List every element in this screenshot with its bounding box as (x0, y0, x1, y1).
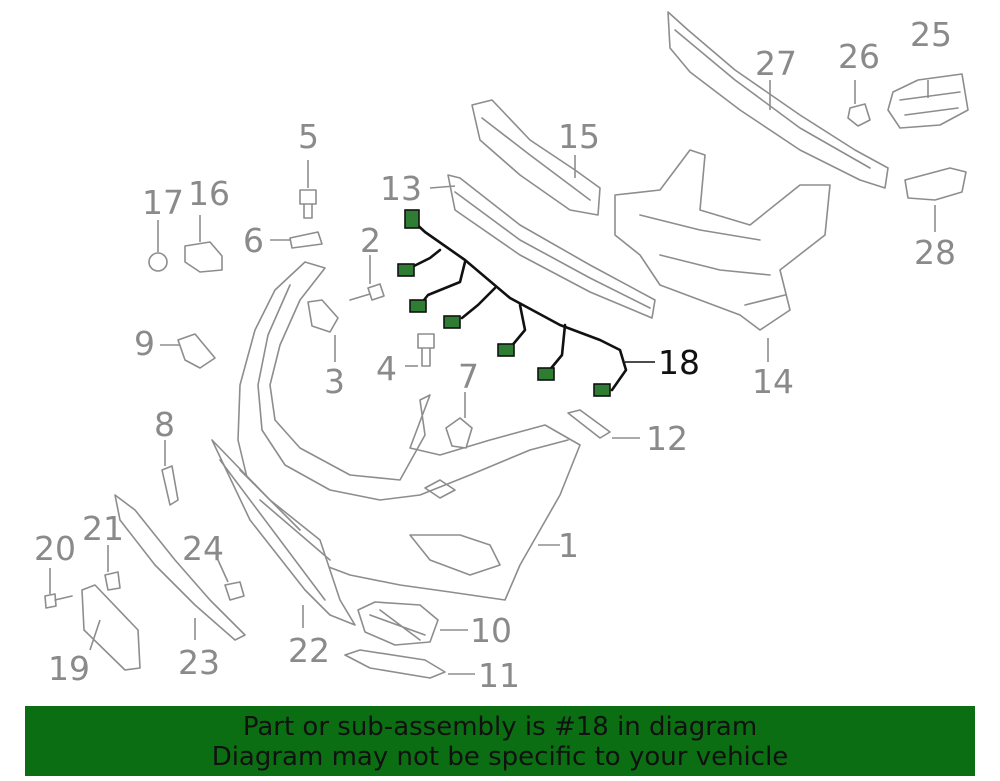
callout-5: 5 (298, 117, 319, 156)
callout-27: 27 (755, 44, 797, 83)
callout-11: 11 (478, 656, 520, 695)
callout-9: 9 (134, 324, 155, 363)
part-23-trim (114, 494, 246, 641)
callout-labels: 1 2 3 4 5 6 7 8 9 10 11 12 13 14 15 16 1… (34, 15, 956, 695)
callout-14: 14 (752, 362, 794, 401)
callout-22: 22 (288, 631, 330, 670)
leader-lines (49, 80, 936, 675)
part-15-absorber (471, 99, 601, 216)
part-10-fog-grille (357, 601, 439, 646)
callout-3: 3 (324, 362, 345, 401)
callout-7: 7 (458, 357, 479, 396)
callout-1: 1 (558, 526, 579, 565)
callout-13: 13 (380, 169, 422, 208)
callout-2: 2 (360, 221, 381, 260)
banner-line-1: Part or sub-assembly is #18 in diagram (242, 712, 758, 742)
parts-diagram: 1 2 3 4 5 6 7 8 9 10 11 12 13 14 15 16 1… (34, 11, 969, 695)
callout-6: 6 (243, 221, 264, 260)
small-parts (44, 189, 473, 609)
callout-23: 23 (178, 643, 220, 682)
callout-25: 25 (910, 15, 952, 54)
callout-18: 18 (658, 343, 700, 382)
callout-15: 15 (558, 117, 600, 156)
callout-26: 26 (838, 37, 880, 76)
part-12-strip (567, 409, 611, 439)
part-19-plate-bracket (81, 584, 141, 671)
part-14-carrier (614, 149, 831, 331)
callout-17: 17 (142, 183, 184, 222)
part-11-strip (344, 649, 446, 679)
callout-12: 12 (646, 419, 688, 458)
part-28-bracket (904, 167, 967, 201)
part-18-wire-harness (397, 209, 628, 397)
callout-10: 10 (470, 611, 512, 650)
callout-19: 19 (48, 649, 90, 688)
banner-line-2: Diagram may not be specific to your vehi… (211, 742, 789, 772)
part-26-clip (847, 103, 871, 127)
callout-28: 28 (914, 233, 956, 272)
part-22-grille (211, 439, 356, 626)
info-banner: Part or sub-assembly is #18 in diagram D… (25, 706, 975, 776)
callout-21: 21 (82, 509, 124, 548)
part-13-absorber (447, 174, 656, 319)
callout-24: 24 (182, 529, 224, 568)
part-25-bracket (887, 73, 969, 129)
callout-8: 8 (154, 405, 175, 444)
callout-4: 4 (376, 349, 397, 388)
callout-16: 16 (188, 174, 230, 213)
callout-20: 20 (34, 529, 76, 568)
part-27-reinforcement-bar (667, 11, 889, 189)
